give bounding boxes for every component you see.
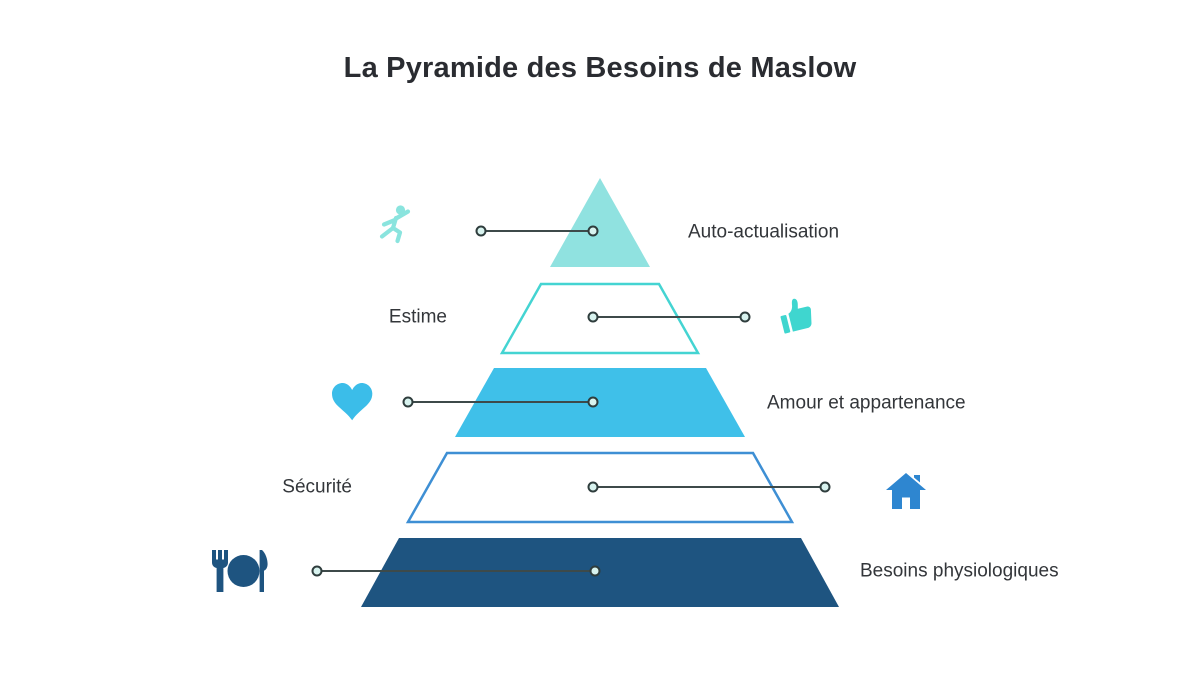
pyramid-level-3-shape xyxy=(455,368,745,437)
connector-dot xyxy=(587,311,599,323)
level-label-auto-actualisation: Auto-actualisation xyxy=(688,221,840,243)
connector-dot xyxy=(739,311,751,323)
heart-icon xyxy=(332,383,373,421)
connector-dot xyxy=(311,565,323,577)
pyramid-level-2-shape xyxy=(499,282,701,355)
house-icon xyxy=(886,473,926,509)
plate-icon xyxy=(212,550,268,592)
connector-dot xyxy=(819,481,831,493)
level-label-securite: Sécurité xyxy=(282,476,352,498)
connector-dot xyxy=(589,565,601,577)
page-title: La Pyramide des Besoins de Maslow xyxy=(343,52,857,84)
connector-dot xyxy=(475,225,487,237)
connector-dots xyxy=(311,225,831,577)
connector-dot xyxy=(587,481,599,493)
thumbs-up-icon xyxy=(780,298,812,334)
level-label-besoins-physiologiques: Besoins physiologiques xyxy=(860,560,1059,582)
connector-dot xyxy=(587,396,599,408)
level-label-estime: Estime xyxy=(388,306,447,328)
connector-lines xyxy=(317,230,825,572)
connector-dot xyxy=(587,225,599,237)
connector-dot xyxy=(402,396,414,408)
pyramid-level-1-shape xyxy=(550,178,650,267)
dancer-icon xyxy=(379,205,411,244)
level-label-amour-et-appartenance: Amour et appartenance xyxy=(767,392,966,414)
